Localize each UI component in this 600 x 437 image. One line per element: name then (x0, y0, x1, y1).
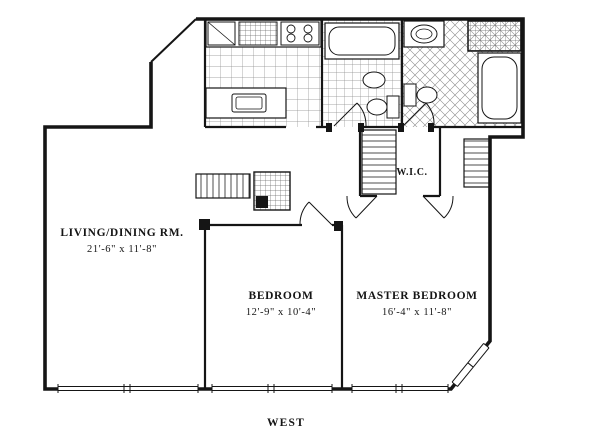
toilet-bowl-icon (366, 98, 388, 116)
door-jamb (358, 123, 364, 132)
toilet-tank-icon (386, 95, 400, 119)
master-bathroom (403, 20, 522, 124)
windows (57, 343, 490, 393)
entry-door-leaf (150, 18, 197, 63)
shower-icon (467, 20, 522, 52)
bedroom-label: BEDROOM (249, 290, 314, 302)
wic-shelving (361, 129, 397, 195)
window-gap (352, 384, 448, 393)
living-room-dims: 21'-6" x 11'-8" (87, 244, 157, 255)
master-bedroom-dims: 16'-4" x 11'-8" (382, 307, 452, 318)
bathroom-sink-icon (362, 71, 386, 89)
bathroom-door-swing (333, 102, 367, 127)
bedroom-walls (203, 223, 344, 389)
wic-walls (358, 127, 442, 198)
closets (195, 129, 491, 211)
dishwasher-icon (238, 21, 278, 46)
bedroom-dims: 12'-9" x 10'-4" (246, 307, 316, 318)
wic-label: W.I.C. (396, 167, 427, 178)
master-bedroom-label: MASTER BEDROOM (356, 290, 477, 302)
burner-icon (303, 33, 313, 43)
burner-icon (286, 24, 296, 34)
wic-door-left-swing (346, 195, 378, 219)
door-jamb (398, 123, 404, 132)
master-bathtub-basin (481, 56, 518, 120)
bathtub-basin (328, 26, 396, 56)
wic-door-right-swing (422, 195, 454, 219)
master-toilet-bowl-icon (416, 86, 438, 104)
pilaster (334, 221, 343, 231)
kitchen-sink-basin (235, 96, 263, 110)
shaft-corner-block (256, 196, 268, 208)
burner-icon (286, 33, 296, 43)
living-room-label: LIVING/DINING RM. (60, 227, 183, 239)
refrigerator-diagonal (207, 21, 236, 46)
master-window (351, 384, 449, 393)
wall-blocks (199, 123, 434, 231)
master-window-angled (451, 343, 490, 387)
door-jamb (326, 123, 332, 132)
stove-icon (280, 21, 320, 46)
burner-icon (303, 24, 313, 34)
living-window (57, 384, 199, 393)
master-toilet-tank-icon (403, 83, 417, 107)
bedroom-closet (195, 173, 251, 199)
pilaster (199, 219, 210, 230)
interior-wall-vertical (203, 19, 404, 127)
door-jamb (428, 123, 434, 132)
compass-label: WEST (267, 417, 305, 429)
labels: LIVING/DINING RM. 21'-6" x 11'-8" BEDROO… (60, 167, 477, 429)
window-gap (58, 384, 198, 393)
window-gap (212, 384, 332, 393)
bedroom-door-swing (299, 201, 333, 226)
bathroom (324, 22, 400, 119)
linen-closet (463, 138, 491, 188)
vanity-sink-basin (415, 28, 433, 40)
bedroom-window (211, 384, 333, 393)
